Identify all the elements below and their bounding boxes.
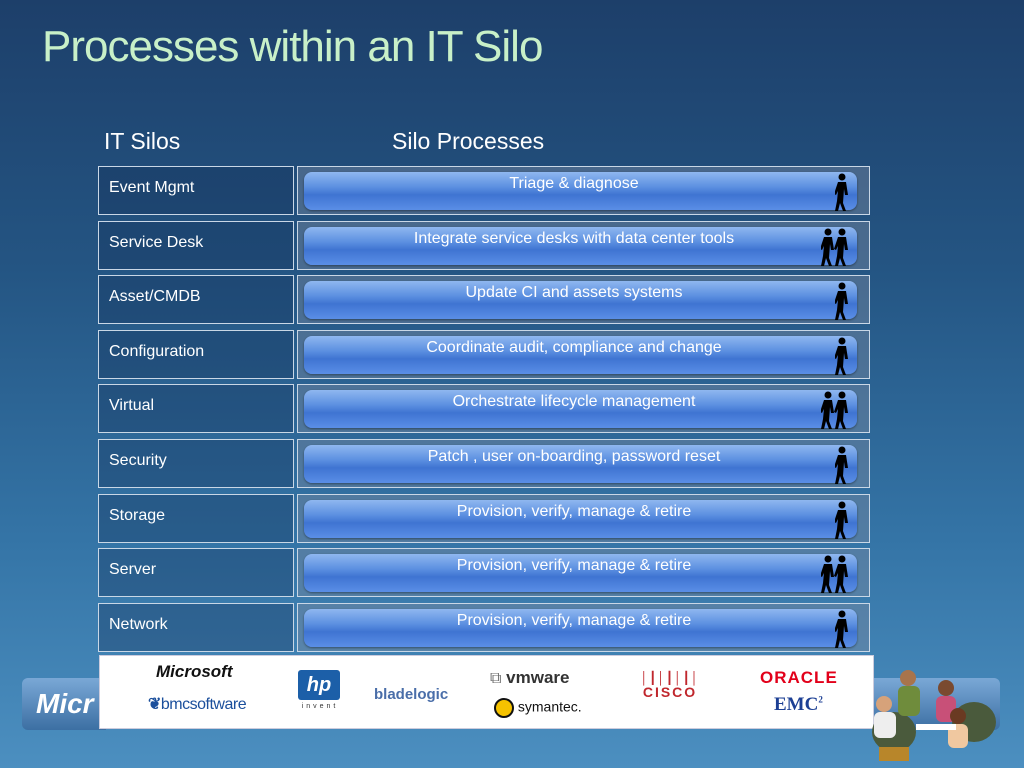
process-label: Triage & diagnose	[509, 175, 639, 192]
process-label: Provision, verify, manage & retire	[456, 503, 692, 520]
process-cell: Update CI and assets systems	[297, 275, 870, 324]
process-cell: Integrate service desks with data center…	[297, 221, 870, 270]
process-cell: Coordinate audit, compliance and change	[297, 330, 870, 379]
silo-label: Storage	[98, 494, 294, 543]
emc-logo: EMC2	[774, 694, 823, 715]
process-cell: Orchestrate lifecycle management	[297, 384, 870, 433]
silo-label: Asset/CMDB	[98, 275, 294, 324]
silo-row: Network Provision, verify, manage & reti…	[98, 603, 870, 654]
process-label: Orchestrate lifecycle management	[452, 393, 696, 410]
silo-label: Configuration	[98, 330, 294, 379]
silo-label: Security	[98, 439, 294, 488]
process-label: Provision, verify, manage & retire	[456, 557, 692, 574]
silo-label: Event Mgmt	[98, 166, 294, 215]
process-label: Provision, verify, manage & retire	[456, 612, 692, 629]
process-cell: Provision, verify, manage & retire	[297, 494, 870, 543]
process-bar: Update CI and assets systems	[304, 281, 857, 320]
process-bar: Provision, verify, manage & retire	[304, 554, 857, 593]
silo-row: Security Patch , user on-boarding, passw…	[98, 439, 870, 490]
process-label: Coordinate audit, compliance and change	[426, 339, 722, 356]
microsoft-logo: Microsoft	[156, 662, 233, 681]
column-header-processes: Silo Processes	[392, 128, 545, 154]
people-icon	[821, 391, 848, 429]
hp-tagline: invent	[301, 703, 339, 710]
process-cell: Patch , user on-boarding, password reset	[297, 439, 870, 488]
silo-row: Asset/CMDB Update CI and assets systems	[98, 275, 870, 326]
silo-row: Storage Provision, verify, manage & reti…	[98, 494, 870, 545]
hp-logo: hp invent	[298, 670, 342, 710]
people-icon	[835, 282, 848, 320]
process-bar: Orchestrate lifecycle management	[304, 390, 857, 429]
bmc-logo-text: bmcsoftware	[160, 696, 247, 713]
process-cell: Triage & diagnose	[297, 166, 870, 215]
process-bar: Provision, verify, manage & retire	[304, 609, 857, 648]
emc-squared-icon: 2	[818, 694, 823, 705]
footer-brand: Micr	[22, 678, 106, 730]
silo-row: Event Mgmt Triage & diagnose	[98, 166, 870, 217]
silo-row: Server Provision, verify, manage & retir…	[98, 548, 870, 599]
process-label: Patch , user on-boarding, password reset	[427, 448, 721, 465]
symantec-logo: symantec.	[494, 698, 582, 718]
process-bar: Coordinate audit, compliance and change	[304, 336, 857, 375]
silo-row: Configuration Coordinate audit, complian…	[98, 330, 870, 381]
hp-logo-mark: hp	[298, 670, 340, 700]
people-icon	[835, 501, 848, 539]
oracle-logo: ORACLE	[760, 668, 838, 687]
bmc-logo: ❦bmcsoftware	[148, 694, 247, 714]
silo-label: Server	[98, 548, 294, 597]
cisco-bars-icon: │┃│┃│┃│	[640, 671, 700, 685]
process-bar: Patch , user on-boarding, password reset	[304, 445, 857, 484]
silo-label: Virtual	[98, 384, 294, 433]
process-label: Update CI and assets systems	[465, 284, 683, 301]
people-icon	[821, 555, 848, 593]
bmc-mark-icon: ❦	[148, 696, 161, 713]
column-header-silos: IT Silos	[104, 128, 181, 154]
process-label: Integrate service desks with data center…	[413, 230, 735, 247]
vmware-logo: ⧉ vmware	[490, 668, 570, 687]
people-icon	[821, 228, 848, 266]
people-icon	[835, 446, 848, 484]
people-icon	[835, 337, 848, 375]
silo-row: Service Desk Integrate service desks wit…	[98, 221, 870, 272]
bladelogic-logo: bladelogic	[374, 686, 449, 703]
silo-label: Service Desk	[98, 221, 294, 270]
people-icon	[835, 610, 848, 648]
people-icon	[835, 173, 848, 211]
process-cell: Provision, verify, manage & retire	[297, 603, 870, 652]
cisco-logo: │┃│┃│┃│ CISCO	[640, 671, 700, 700]
process-bar: Provision, verify, manage & retire	[304, 500, 857, 539]
process-bar: Triage & diagnose	[304, 172, 857, 211]
symantec-mark-icon	[494, 698, 514, 718]
process-bar: Integrate service desks with data center…	[304, 227, 857, 266]
vmware-mark-icon: ⧉	[490, 670, 502, 687]
process-cell: Provision, verify, manage & retire	[297, 548, 870, 597]
vendor-logo-strip: Microsoft ❦bmcsoftware hp invent bladelo…	[99, 655, 874, 729]
slide-title: Processes within an IT Silo	[42, 22, 543, 71]
silo-row: Virtual Orchestrate lifecycle management	[98, 384, 870, 435]
meeting-people-photo	[872, 670, 996, 761]
silo-label: Network	[98, 603, 294, 652]
